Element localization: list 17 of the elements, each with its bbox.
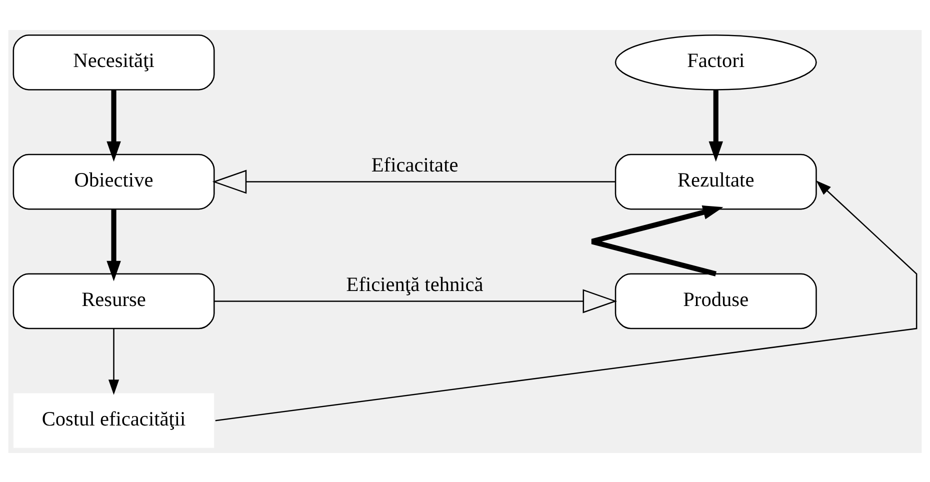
node-box: Produse (614, 272, 817, 329)
node-box: Resurse (12, 272, 215, 329)
arrow (106, 209, 121, 281)
edge-label: Eficienţă tehnică (346, 273, 484, 296)
node-box: Costul eficacităţii (13, 392, 214, 448)
arrow (214, 288, 618, 313)
edge-label: Eficacitate (371, 154, 458, 176)
node-box: Necesităţi (12, 34, 215, 90)
arrow (108, 328, 120, 394)
arrow (215, 180, 918, 421)
arrow (212, 169, 616, 194)
node-box: Rezultate (614, 153, 817, 210)
arrow (106, 90, 121, 162)
arrow (708, 90, 724, 162)
node-box: Obiective (12, 153, 215, 210)
arrow (591, 204, 724, 276)
node-ellipse: Factori (614, 34, 817, 90)
